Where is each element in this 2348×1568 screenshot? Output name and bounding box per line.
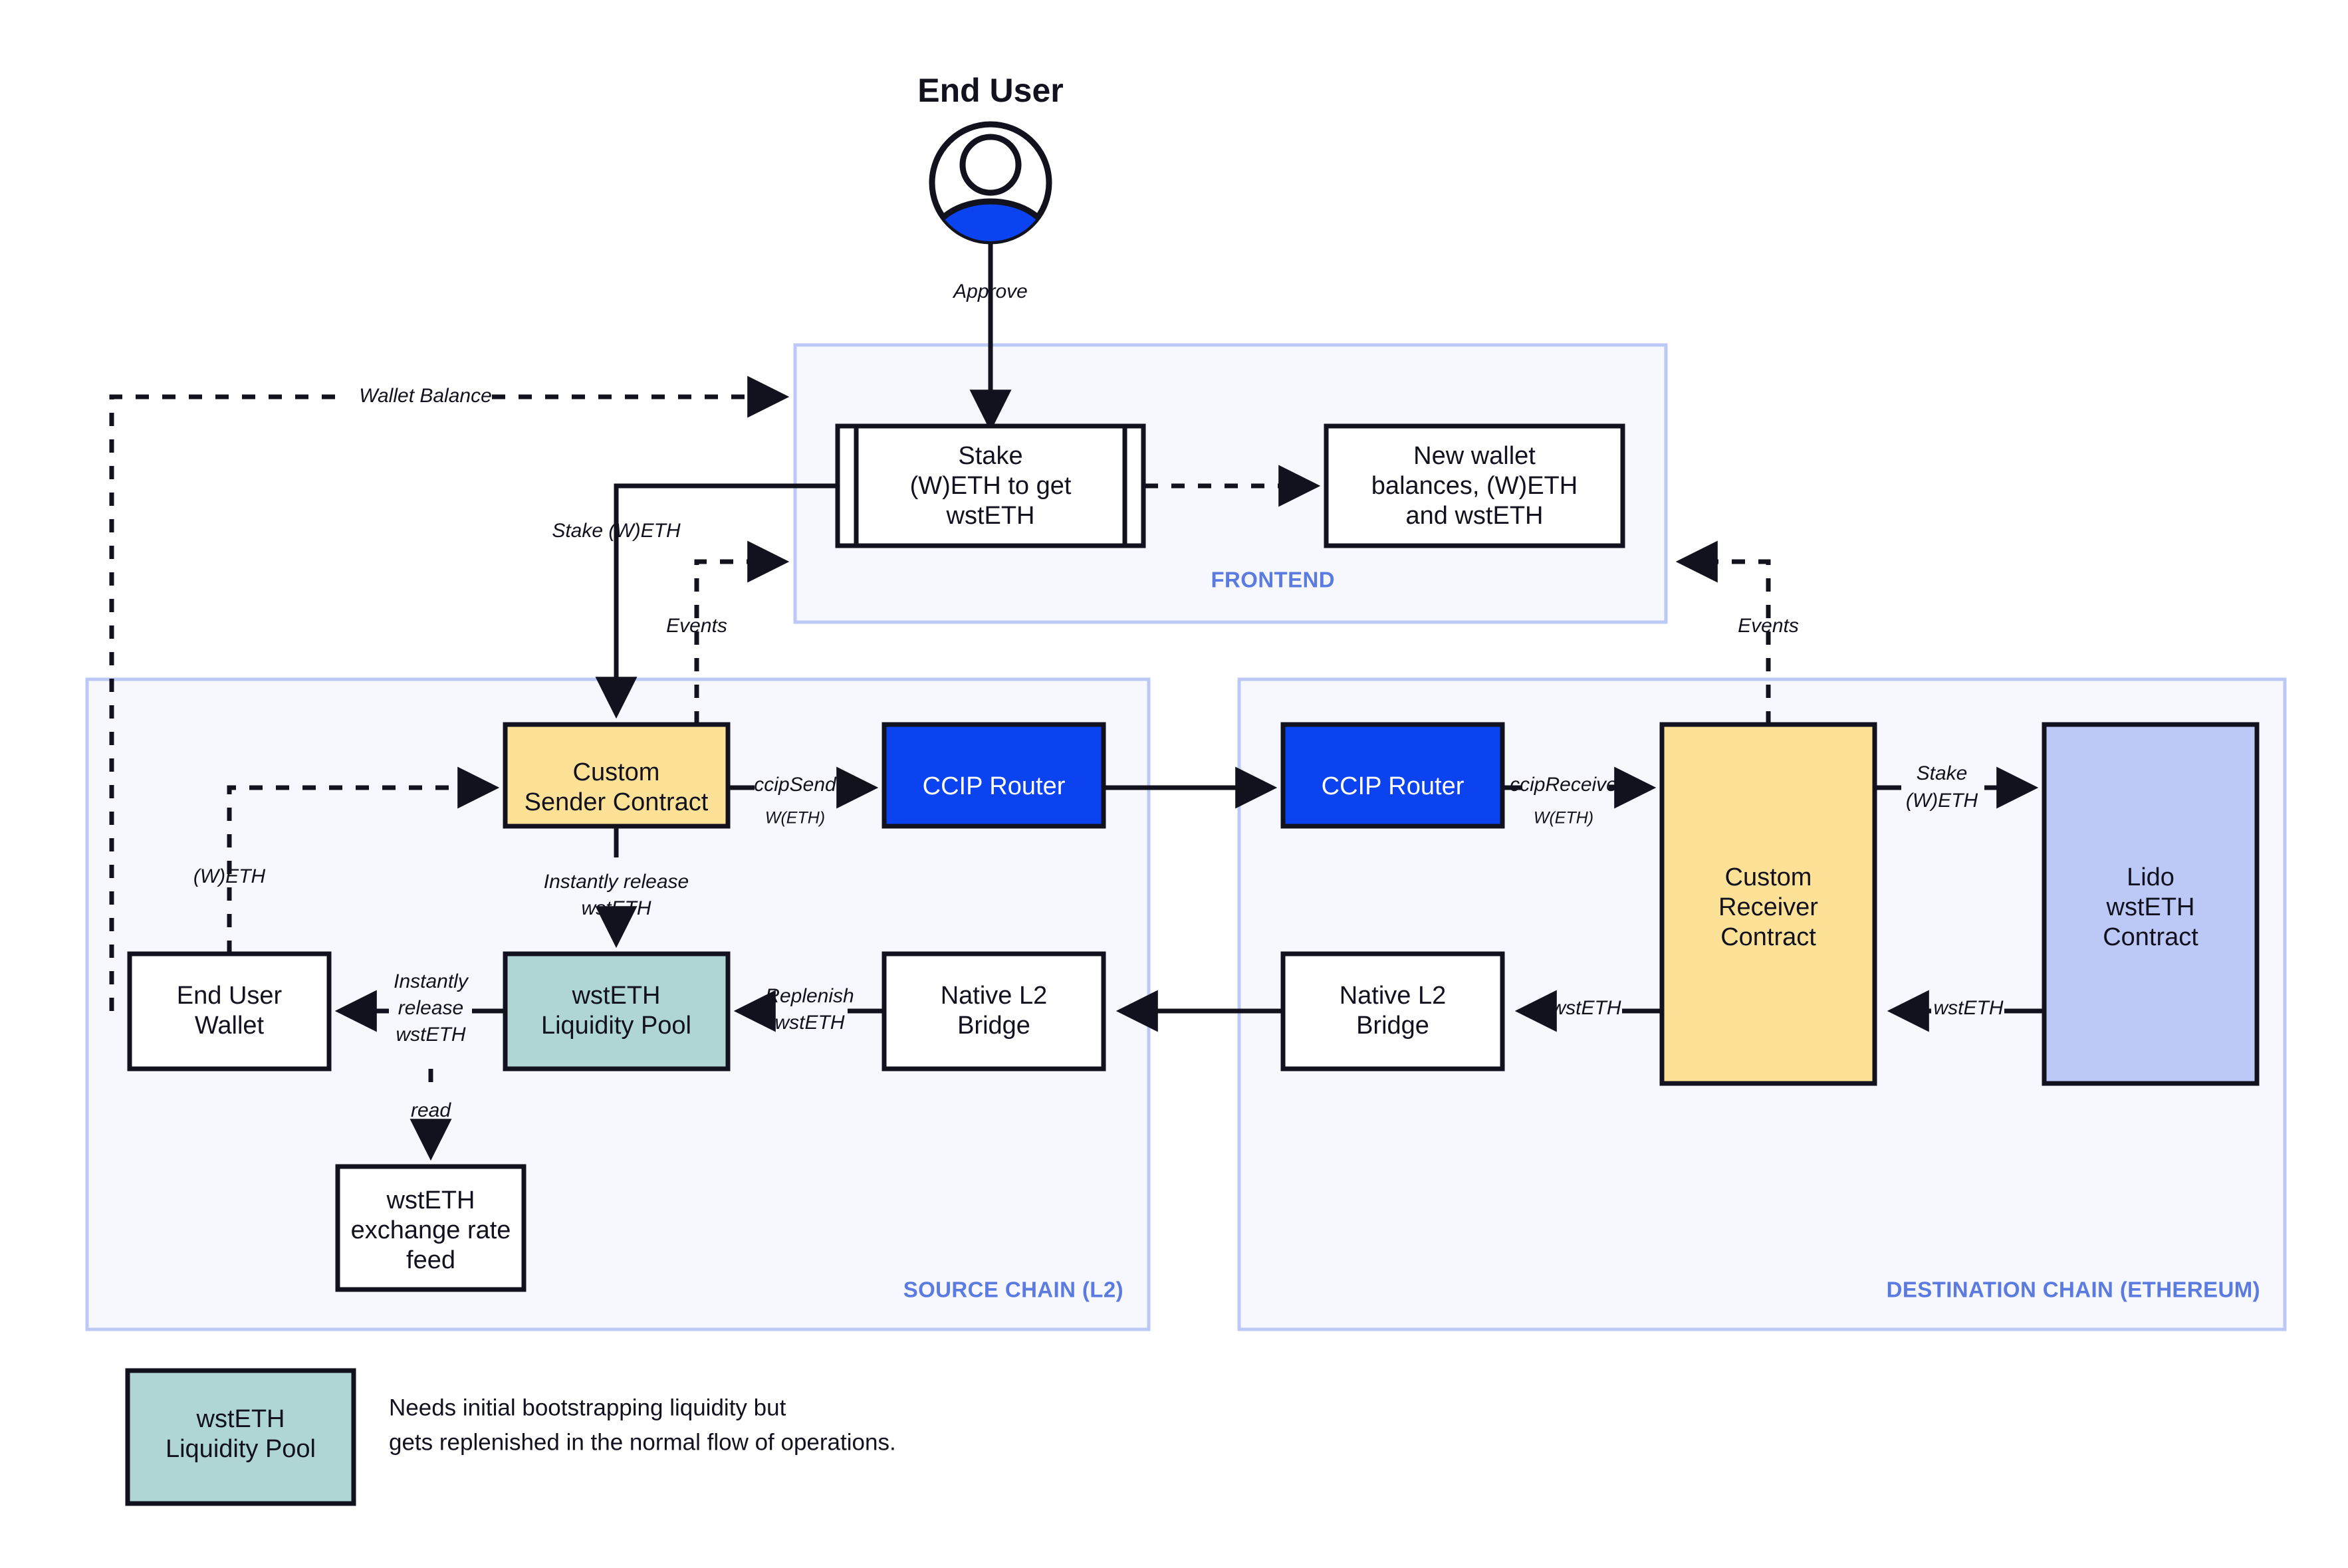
edge-stake-weth: Stake (W)ETH [552,483,838,719]
legend: wstETH Liquidity Pool Needs initial boot… [125,1368,896,1506]
legend-note-line-1: gets replenished in the normal flow of o… [389,1429,896,1455]
edge-label-wsteth-dst-b: wstETH [1934,997,2004,1019]
node-custom-receiver-contract[interactable]: Custom Receiver Contract [1659,722,1877,1086]
edge-ccip-receive: ccipReceive W(ETH) [1502,766,1657,828]
node-wsteth-liquidity-pool[interactable]: wstETH Liquidity Pool [503,951,731,1071]
edge-label-read: read [411,1099,451,1121]
edge-label-events-source: Events [666,615,727,637]
edge-wallet-balance: Wallet Balance [109,376,790,1011]
edge-wsteth-to-bridge-dst: wstETH [1514,990,1662,1032]
node-bridge-src-line-0: Native L2 [941,982,1048,1010]
node-bridge-dst-line-0: Native L2 [1340,982,1447,1010]
edge-label-instant-release-2: wstETH [582,897,651,919]
node-lido-line-0: Lido [2127,863,2174,891]
node-feed-line-1: exchange rate [351,1216,511,1244]
edge-instant-release-pool: Instantly release wstETH [544,826,689,949]
edge-events-source: Events [666,540,790,725]
edge-label-ccip-send-token: W(ETH) [765,809,825,828]
node-feed-line-0: wstETH [386,1186,475,1214]
legend-note-line-0: Needs initial bootstrapping liquidity bu… [389,1395,786,1420]
edge-wsteth-lido-to-receiver: wstETH [1887,990,2044,1032]
node-stake-form-line-1: (W)ETH to get [910,472,1072,500]
zone-label-destination-chain: DESTINATION CHAIN (ETHEREUM) [1887,1278,2260,1302]
edge-label-instant-release-w1: Instantly [394,970,469,992]
node-receiver-line-2: Contract [1720,923,1816,951]
edge-label-instant-release-w3: wstETH [396,1024,466,1046]
edge-read-rate-feed: read [410,1069,452,1161]
edge-label-ccip-receive: ccipReceive [1510,774,1617,796]
edge-label-weth: (W)ETH [193,865,266,887]
node-new-balances-line-2: and wstETH [1406,502,1544,530]
page-title: End User [917,72,1064,109]
edge-stake-weth-destination: Stake (W)ETH [1875,762,2039,812]
edge-label-events-destination: Events [1738,615,1799,637]
node-ccip-router-source[interactable]: CCIP Router [881,722,1106,829]
node-new-balances-line-0: New wallet [1413,442,1536,470]
node-stake-form-line-2: wstETH [946,502,1035,530]
edge-label-stake-weth-dst-2: (W)ETH [1906,790,1978,812]
edge-label-instant-release-1: Instantly release [544,871,689,893]
node-native-l2-bridge-source[interactable]: Native L2 Bridge [881,951,1106,1071]
node-ccip-router-dst-label: CCIP Router [1322,772,1465,800]
edge-label-replenish-2: wstETH [775,1012,845,1034]
node-wsteth-exchange-rate-feed[interactable]: wstETH exchange rate feed [335,1164,527,1292]
node-sender-line-0: Custom [573,758,660,786]
edge-instant-release-wallet: Instantly release wstETH [334,970,505,1046]
zone-label-source-chain: SOURCE CHAIN (L2) [903,1278,1123,1302]
node-new-balances-line-1: balances, (W)ETH [1371,472,1578,500]
node-lido-line-2: Contract [2103,923,2198,951]
user-avatar-icon [929,121,1052,245]
edge-weth-to-sender: (W)ETH [193,766,500,954]
node-pool-line-1: Liquidity Pool [541,1012,691,1040]
edge-label-stake-weth-dst-1: Stake [1917,762,1968,784]
node-stake-form-line-0: Stake [958,442,1022,470]
node-sender-line-1: Sender Contract [525,788,709,816]
edge-approve: Approve [952,243,1028,432]
edge-label-instant-release-w2: release [398,997,463,1019]
node-ccip-router-src-label: CCIP Router [923,772,1066,800]
node-new-wallet-balances[interactable]: New wallet balances, (W)ETH and wstETH [1324,423,1625,548]
edge-events-destination: Events [1675,540,1799,725]
edge-label-wsteth-dst-a: wstETH [1552,997,1621,1019]
edge-label-wallet-balance: Wallet Balance [359,385,492,407]
edge-label-stake-weth: Stake (W)ETH [552,520,681,542]
node-native-l2-bridge-destination[interactable]: Native L2 Bridge [1280,951,1505,1071]
node-feed-line-2: feed [406,1246,455,1274]
edge-replenish-wsteth: Replenish wstETH [733,985,884,1034]
node-receiver-line-1: Receiver [1718,893,1818,921]
node-stake-form[interactable]: Stake (W)ETH to get wstETH [835,423,1146,548]
node-wallet-line-0: End User [177,982,283,1010]
legend-swatch-line-0: wstETH [196,1405,285,1433]
edge-label-ccip-send: ccipSend [754,774,837,796]
legend-swatch-liquidity-pool [125,1368,356,1506]
node-receiver-line-0: Custom [1725,863,1812,891]
node-pool-line-0: wstETH [572,982,661,1010]
node-custom-sender-contract[interactable]: Custom Sender Contract [503,722,731,829]
zone-label-frontend: FRONTEND [1211,568,1335,592]
node-bridge-src-line-1: Bridge [957,1012,1030,1040]
node-end-user-wallet[interactable]: End User Wallet [127,951,332,1071]
node-lido-wsteth-contract[interactable]: Lido wstETH Contract [2042,722,2260,1086]
node-ccip-router-destination[interactable]: CCIP Router [1280,722,1505,829]
legend-swatch-line-1: Liquidity Pool [166,1435,316,1463]
edge-label-replenish-1: Replenish [765,985,854,1007]
edge-label-ccip-receive-token: W(ETH) [1534,809,1593,828]
node-wallet-line-1: Wallet [195,1012,265,1040]
edge-label-approve: Approve [952,280,1028,302]
node-bridge-dst-line-1: Bridge [1356,1012,1429,1040]
node-lido-line-1: wstETH [2106,893,2195,921]
edge-ccip-send: ccipSend W(ETH) [728,766,879,828]
